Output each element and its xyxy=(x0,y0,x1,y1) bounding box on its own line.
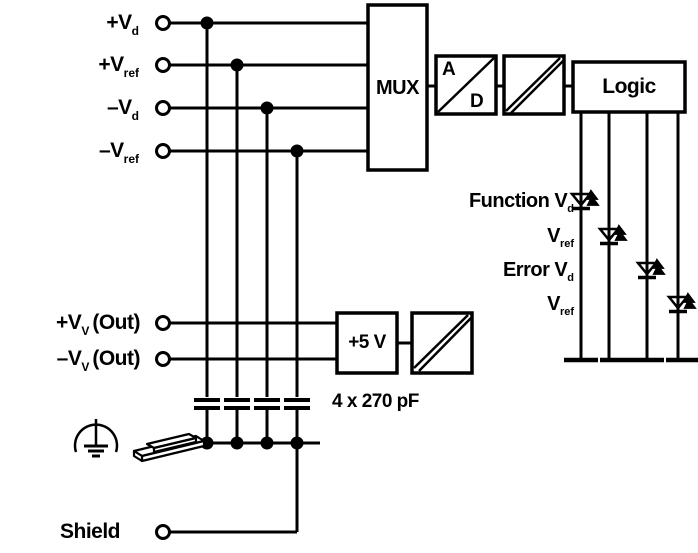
led-label-function-vref: Vref xyxy=(547,225,574,250)
logic-box xyxy=(571,60,687,114)
capacitor-note: 4 x 270 pF xyxy=(332,391,419,412)
logic-label: Logic xyxy=(602,75,656,98)
adc-d-label: D xyxy=(470,91,484,112)
junction-dots xyxy=(200,16,304,450)
terminal-circles xyxy=(155,15,171,540)
adc-a-label: A xyxy=(442,59,456,80)
capacitor-symbols xyxy=(194,398,310,410)
led-symbol-function-vd xyxy=(569,189,600,211)
earth-ground-icon xyxy=(73,419,119,458)
output-wires xyxy=(170,321,337,361)
led-symbol-error-vref xyxy=(666,292,697,314)
output-label-vv-plus: +VV(Out) xyxy=(56,311,140,338)
led-symbol-function-vref xyxy=(597,224,628,246)
led-label-error-vref: Vref xyxy=(547,293,574,318)
input-label-vd-plus: +Vd xyxy=(106,11,139,38)
mux-label: MUX xyxy=(376,77,419,99)
output-label-vv-minus: –VV(Out) xyxy=(56,347,141,374)
isolation-barrier-bottom-icon xyxy=(410,311,474,375)
isolation-barrier-top-icon xyxy=(502,54,566,116)
input-label-vref-plus: +Vref xyxy=(98,53,139,80)
din-rail-icon xyxy=(132,432,206,463)
led-wires xyxy=(579,112,680,360)
adc-box xyxy=(434,54,498,116)
led-symbol-error-vd xyxy=(635,258,666,280)
input-wires xyxy=(170,21,368,153)
psu-box xyxy=(335,311,399,375)
led-label-error-vd: Error Vd xyxy=(502,259,574,284)
mux-box xyxy=(366,3,429,172)
shield-label: Shield xyxy=(60,520,121,543)
shield-wire xyxy=(170,443,299,534)
led-label-function-vd: Function Vd xyxy=(468,190,574,215)
psu-label: +5 V xyxy=(348,332,386,353)
input-label-vref-minus: –Vref xyxy=(98,139,139,166)
input-label-vd-minus: –Vd xyxy=(106,96,139,123)
capacitor-drop-wires xyxy=(205,23,299,443)
